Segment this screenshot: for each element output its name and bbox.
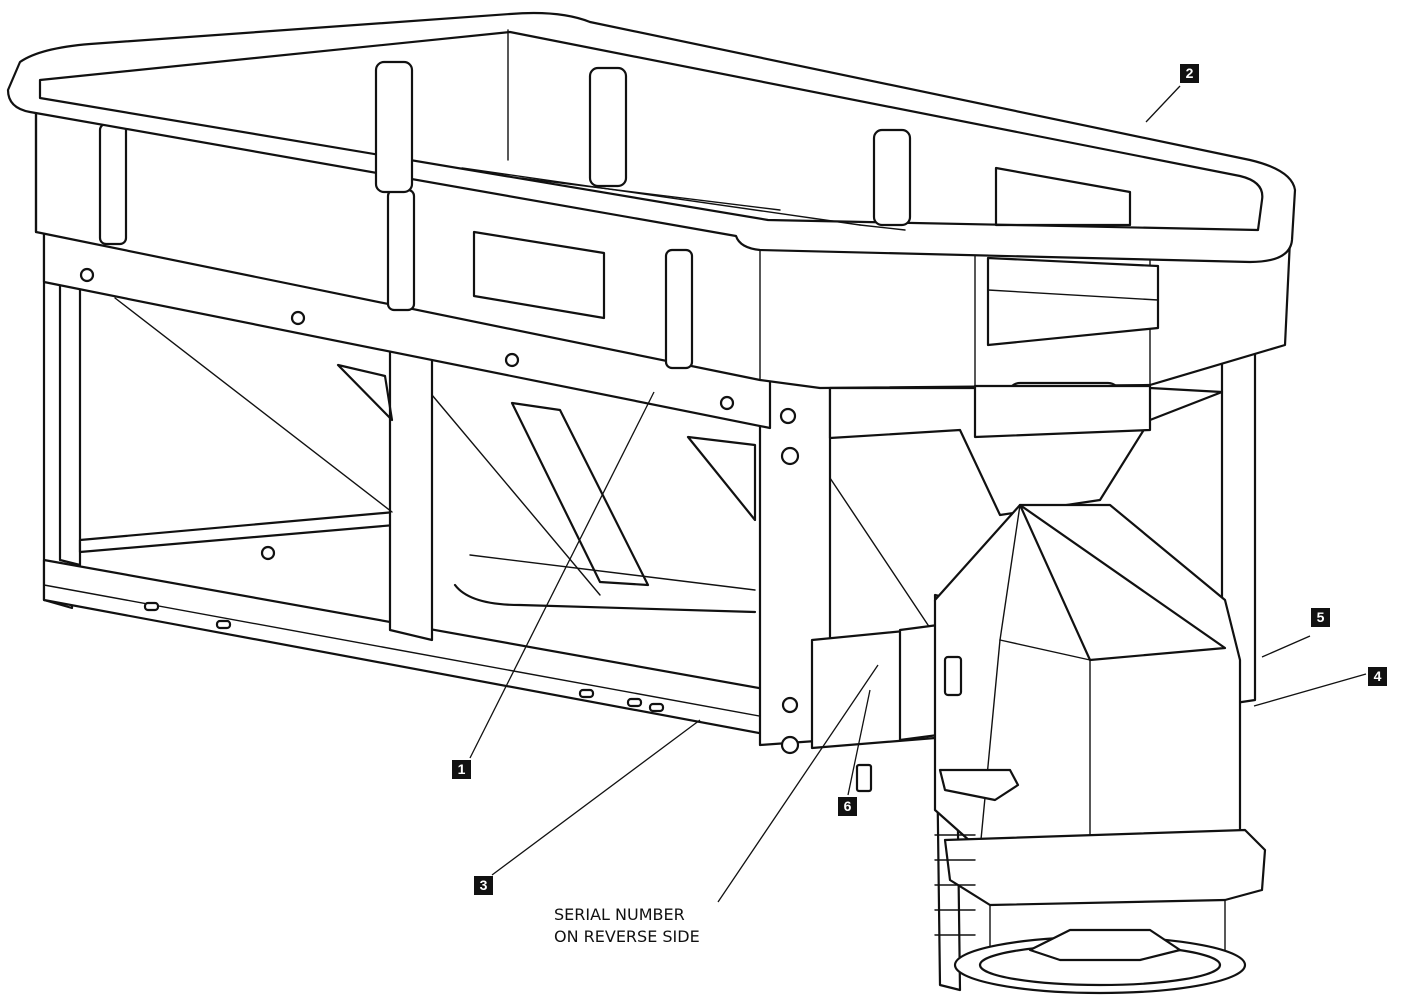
- leader-serial: [717, 664, 879, 903]
- serial-number-note-line2: ON REVERSE SIDE: [554, 927, 700, 946]
- leader-1: [469, 391, 655, 759]
- callout-6: 6: [838, 797, 857, 816]
- leader-5: [1261, 635, 1311, 658]
- callout-4: 4: [1368, 667, 1387, 686]
- leader-6: [847, 689, 871, 796]
- spinner-assembly: [810, 503, 1267, 995]
- leader-lines: [469, 85, 1367, 903]
- callout-1: 1: [452, 760, 471, 779]
- leader-3: [491, 719, 701, 876]
- hopper-rim: [6, 11, 1297, 264]
- serial-number-note-line1: SERIAL NUMBER: [554, 905, 685, 924]
- leader-2: [1145, 85, 1181, 123]
- hopper-interior: [114, 297, 931, 629]
- serial-number-note: SERIAL NUMBER ON REVERSE SIDE: [554, 904, 700, 948]
- steel-frame: [42, 230, 1257, 755]
- callout-5: 5: [1311, 608, 1330, 627]
- callout-3: 3: [474, 876, 493, 895]
- hopper-body: [34, 106, 1292, 517]
- callout-2: 2: [1180, 64, 1199, 83]
- leader-4: [1253, 673, 1367, 707]
